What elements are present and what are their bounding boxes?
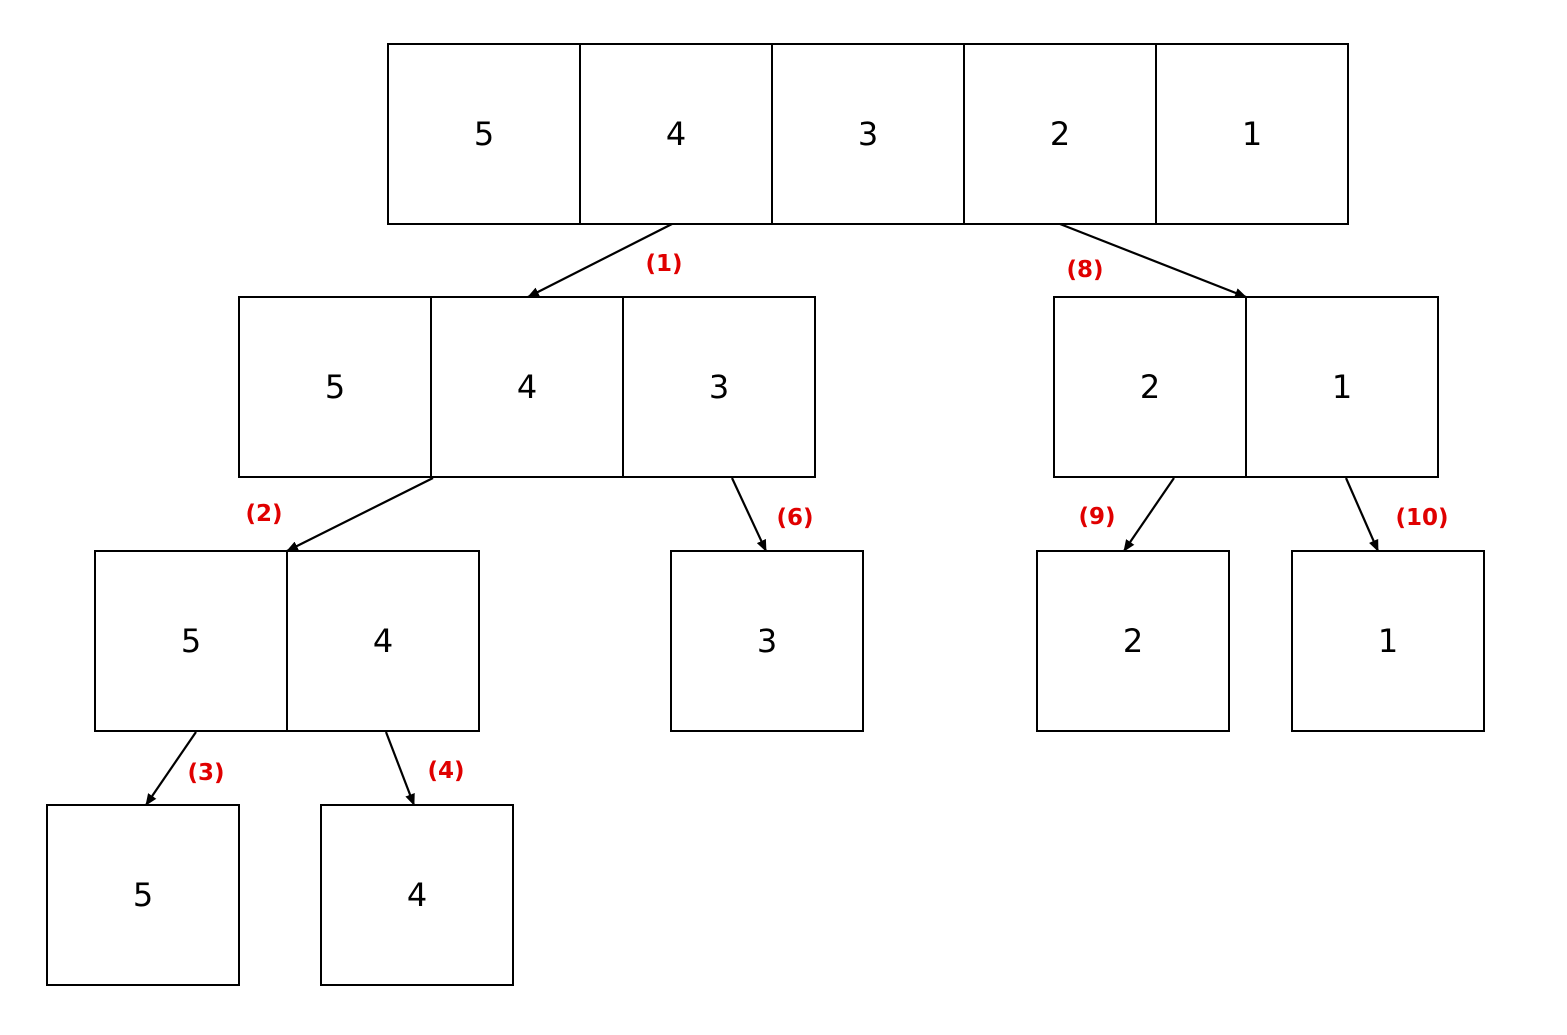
array-cell-box — [1053, 296, 1247, 478]
array-cell-box — [771, 43, 965, 225]
array-cell-box — [1291, 550, 1485, 732]
array-node-n7: 1 — [1291, 550, 1485, 732]
array-cell-value: 5 — [325, 368, 345, 406]
array-node-n6: 2 — [1036, 550, 1230, 732]
step-label: (2) — [245, 501, 282, 527]
split-arrow-n2-n5 — [731, 477, 767, 552]
array-cell: 5 — [387, 43, 581, 225]
step-label: (1) — [645, 251, 682, 277]
step-labels-layer: (1) (2) (3) (4) (6) (8) (9) (10) — [187, 251, 1448, 786]
array-node-n1: 5 4 3 2 1 — [387, 43, 1349, 225]
array-cell-value: 5 — [474, 115, 494, 153]
step-label: (9) — [1078, 504, 1115, 530]
array-cell: 3 — [771, 43, 965, 225]
array-cell: 4 — [579, 43, 773, 225]
array-cell: 1 — [1155, 43, 1349, 225]
array-cell-box — [1245, 296, 1439, 478]
array-node-n9: 4 — [320, 804, 514, 986]
array-cell-value: 4 — [517, 368, 537, 406]
array-cell: 5 — [94, 550, 288, 732]
edges-layer — [145, 222, 1380, 806]
array-cell-value: 2 — [1123, 622, 1143, 660]
array-cell-box — [670, 550, 864, 732]
array-cell-box — [286, 550, 480, 732]
array-cell-box — [46, 804, 240, 986]
split-arrow-n4-n9 — [384, 731, 416, 806]
split-arrow-n4-n8 — [145, 731, 197, 806]
array-cell-value: 1 — [1242, 115, 1262, 153]
step-label: (8) — [1066, 257, 1103, 283]
array-cell: 3 — [622, 296, 816, 478]
array-cell: 2 — [1036, 550, 1230, 732]
array-cell: 4 — [430, 296, 624, 478]
array-cell: 5 — [238, 296, 432, 478]
array-cell-box — [1036, 550, 1230, 732]
array-cell-box — [963, 43, 1157, 225]
array-cell-box — [94, 550, 288, 732]
array-cell-value: 3 — [858, 115, 878, 153]
array-cell-value: 5 — [181, 622, 201, 660]
array-cell-value: 4 — [373, 622, 393, 660]
array-cell-value: 2 — [1050, 115, 1070, 153]
array-cell: 1 — [1245, 296, 1439, 478]
array-cell-value: 5 — [133, 876, 153, 914]
array-cell-value: 1 — [1378, 622, 1398, 660]
array-cell: 5 — [46, 804, 240, 986]
step-label: (6) — [776, 505, 813, 531]
array-cell: 4 — [286, 550, 480, 732]
array-cell-value: 3 — [757, 622, 777, 660]
array-cell: 3 — [670, 550, 864, 732]
array-cell-value: 1 — [1332, 368, 1352, 406]
array-cell: 1 — [1291, 550, 1485, 732]
array-cell-box — [238, 296, 432, 478]
step-label: (4) — [427, 758, 464, 784]
split-arrow-n3-n6 — [1123, 477, 1175, 552]
array-cell-box — [622, 296, 816, 478]
split-arrow-n2-n4 — [286, 477, 434, 552]
array-cell-box — [387, 43, 581, 225]
array-node-n5: 3 — [670, 550, 864, 732]
array-cell-box — [1155, 43, 1349, 225]
array-cell-value: 4 — [407, 876, 427, 914]
array-cell: 2 — [1053, 296, 1247, 478]
array-cell-box — [430, 296, 624, 478]
split-arrow-n1-n2 — [527, 223, 673, 298]
step-label: (3) — [187, 760, 224, 786]
array-cell-value: 3 — [709, 368, 729, 406]
array-node-n8: 5 — [46, 804, 240, 986]
array-cell: 2 — [963, 43, 1157, 225]
step-label: (10) — [1395, 505, 1448, 531]
array-cell-box — [320, 804, 514, 986]
array-node-n2: 5 4 3 — [238, 296, 816, 478]
array-cell: 4 — [320, 804, 514, 986]
split-arrow-n1-n3 — [1059, 222, 1247, 299]
array-cell-value: 2 — [1140, 368, 1160, 406]
array-cell-value: 4 — [666, 115, 686, 153]
split-arrow-n3-n7 — [1344, 477, 1380, 552]
